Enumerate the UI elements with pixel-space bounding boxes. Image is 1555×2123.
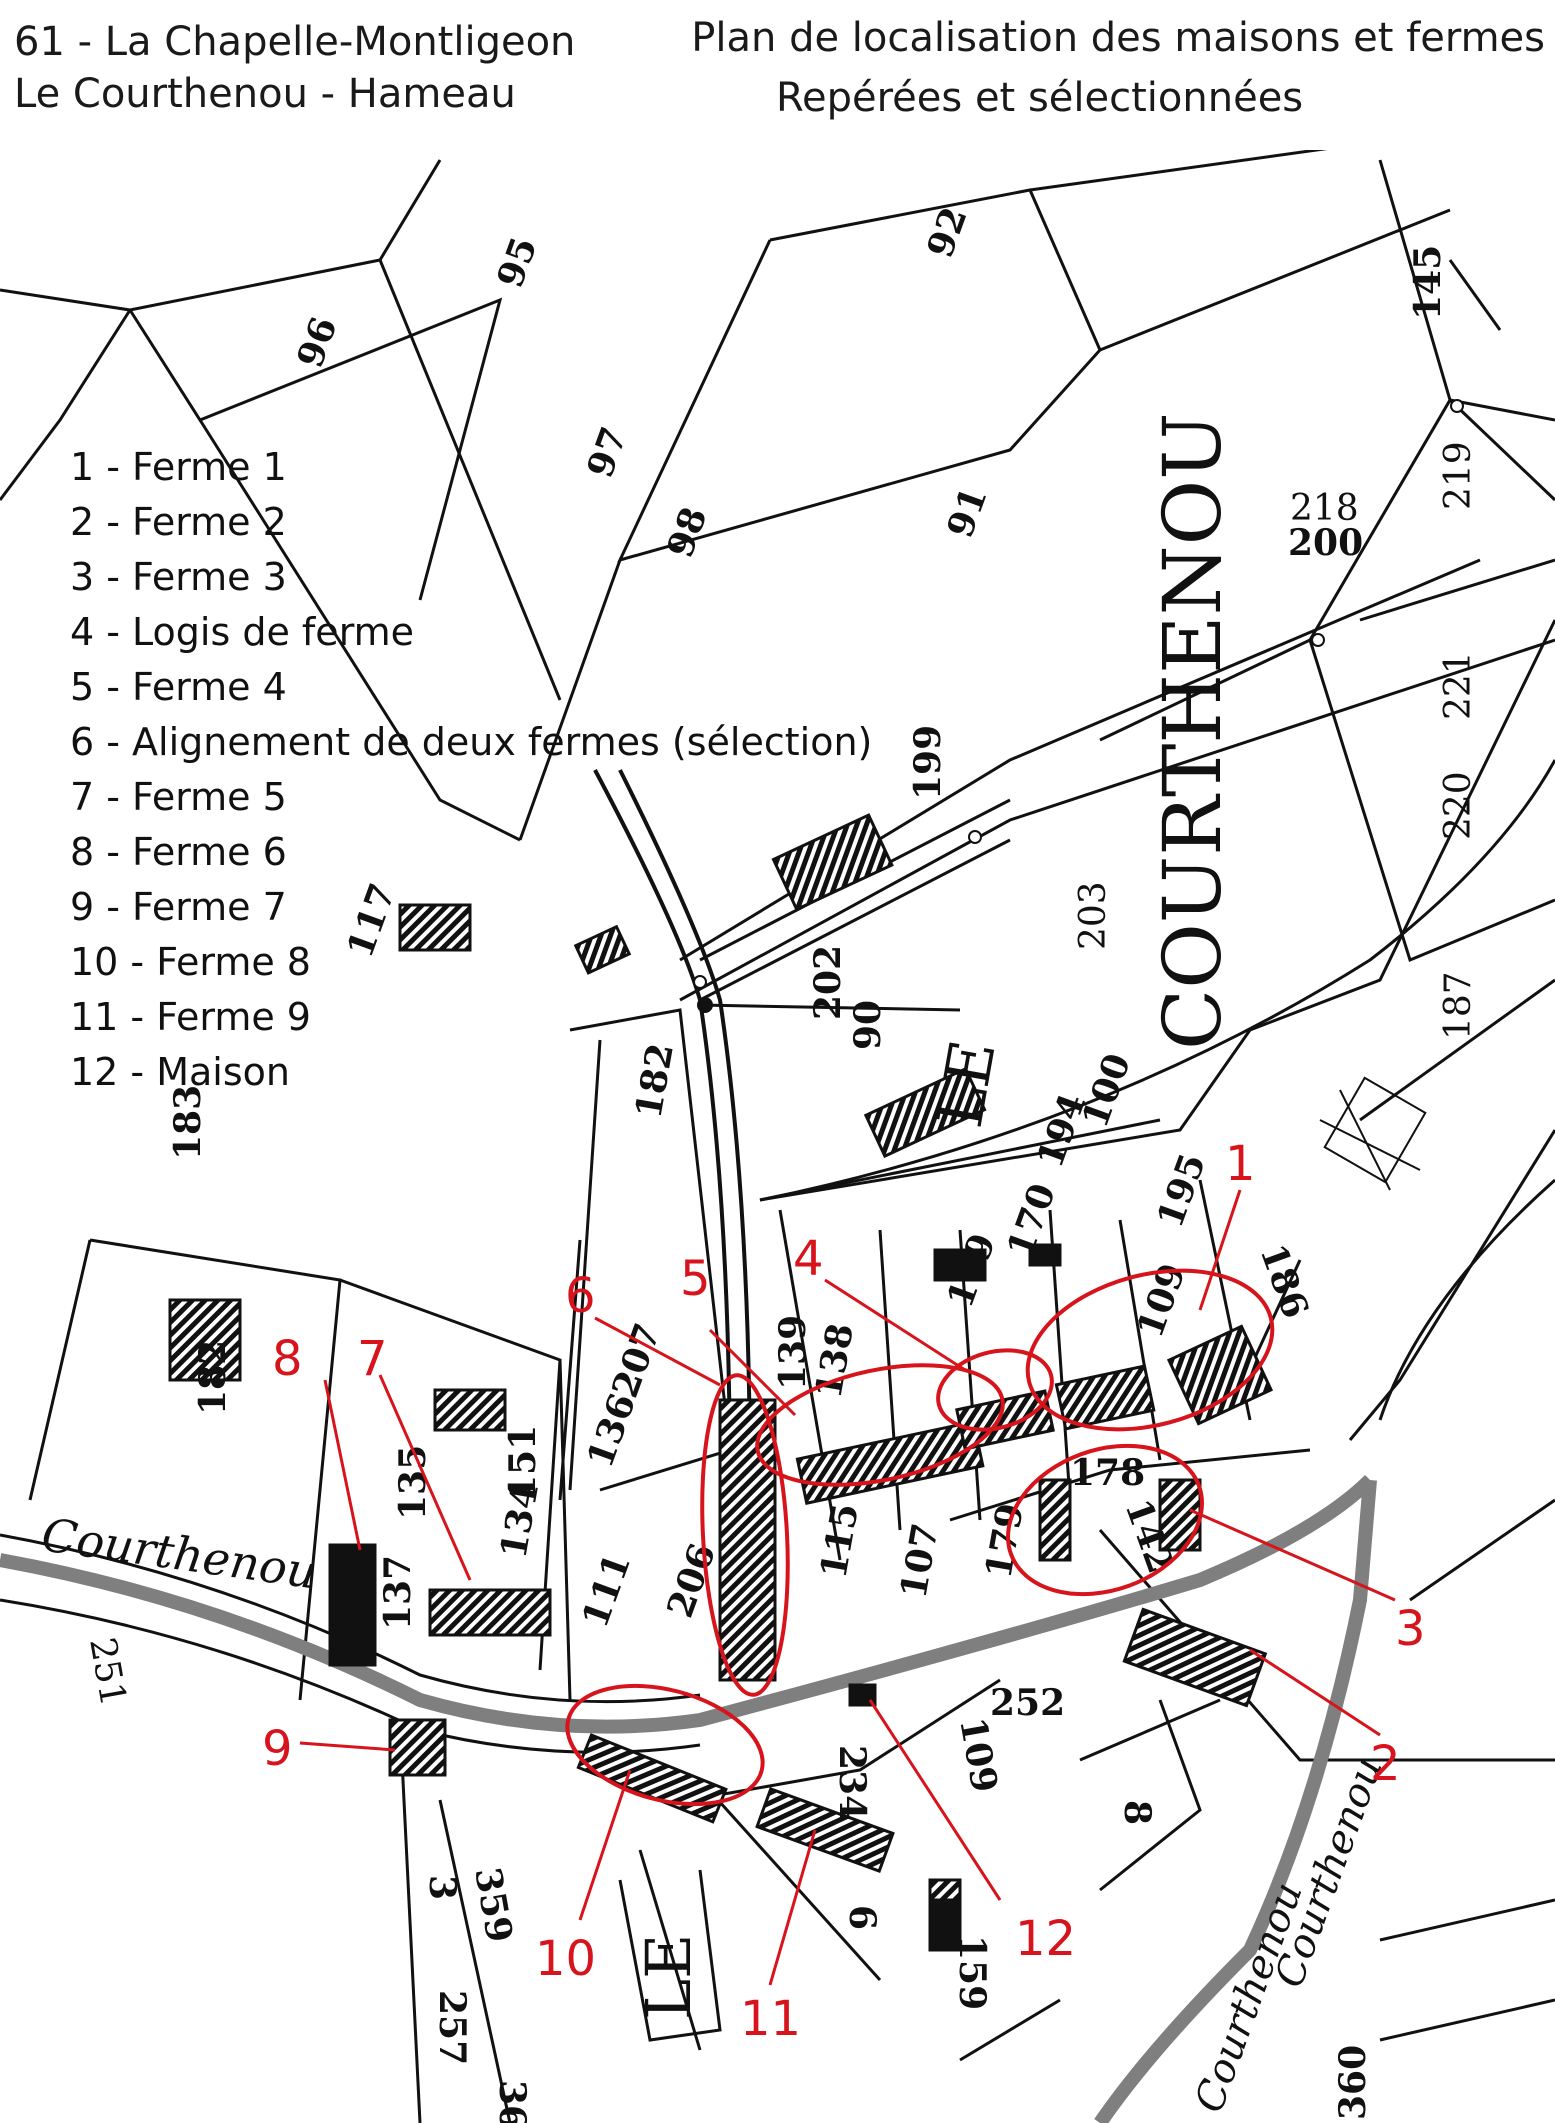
ellipse-4 (936, 1348, 1054, 1432)
svg-text:186: 186 (1252, 1239, 1317, 1324)
building-crosshatch (1319, 1076, 1427, 1191)
le-lower-label: LE (632, 1934, 705, 2020)
svg-text:91: 91 (939, 482, 996, 543)
legend-item: 1 - Ferme 1 (70, 445, 287, 489)
svg-text:169: 169 (939, 1228, 1004, 1313)
svg-text:178: 178 (1070, 1452, 1145, 1494)
marker-7: 7 (357, 1331, 388, 1387)
marker-numbers: 1 2 3 4 5 6 7 8 9 10 11 12 (262, 1136, 1426, 2047)
svg-text:221: 221 (1438, 651, 1479, 720)
svg-text:137: 137 (377, 1555, 419, 1630)
legend-item: 4 - Logis de ferme (70, 610, 415, 654)
legend-item: 7 - Ferme 5 (70, 775, 287, 819)
parcel-numbers: 95 96 97 98 92 91 145 218 200 219 221 22… (81, 202, 1479, 2123)
map-subtitle: Repérées et sélectionnées (776, 75, 1304, 121)
legend-item: 2 - Ferme 2 (70, 500, 287, 544)
svg-text:219: 219 (1438, 441, 1479, 510)
svg-text:182: 182 (192, 1340, 234, 1415)
svg-text:218: 218 (1290, 488, 1359, 529)
ellipse-6 (700, 1373, 790, 1697)
svg-text:8: 8 (1116, 1800, 1158, 1825)
place-title: 61 - La Chapelle-Montligeon (14, 19, 576, 65)
ellipse-1 (1025, 1268, 1275, 1432)
selection-ellipses (565, 1268, 1275, 1807)
marker-10: 10 (535, 1931, 596, 1987)
le-upper-label: LE (923, 1035, 1010, 1133)
legend-item: 11 - Ferme 9 (70, 995, 311, 1039)
svg-text:361: 361 (491, 2080, 533, 2123)
road-name-left: Courthenou (38, 1507, 320, 1599)
svg-text:134: 134 (493, 1480, 547, 1561)
svg-text:195: 195 (1149, 1148, 1214, 1233)
svg-text:6: 6 (841, 1905, 883, 1930)
side-roads (699, 759, 1555, 1421)
legend-item: 5 - Ferme 4 (70, 665, 287, 709)
svg-text:199: 199 (907, 725, 949, 800)
legend-item: 10 - Ferme 8 (70, 940, 311, 984)
ellipse-3 (1006, 1443, 1204, 1597)
svg-text:100: 100 (1074, 1048, 1139, 1133)
marker-9: 9 (262, 1721, 293, 1777)
svg-text:136: 136 (579, 1388, 644, 1473)
svg-text:187: 187 (1438, 971, 1479, 1040)
place-subtitle: Le Courthenou - Hameau (14, 71, 516, 117)
legend-item: 3 - Ferme 3 (70, 555, 287, 599)
cadastral-map: 95 96 97 98 92 91 145 218 200 219 221 22… (0, 150, 1555, 2123)
marker-2: 2 (1370, 1736, 1401, 1792)
marker-12: 12 (1015, 1911, 1076, 1967)
legend-item: 9 - Ferme 7 (70, 885, 287, 929)
marker-1: 1 (1225, 1136, 1256, 1192)
main-road (0, 1475, 1377, 2123)
svg-text:90: 90 (847, 1000, 889, 1050)
legend-item: 6 - Alignement de deux fermes (sélection… (70, 720, 873, 764)
marker-8: 8 (272, 1331, 303, 1387)
ellipse-10 (565, 1683, 765, 1807)
marker-3: 3 (1395, 1601, 1426, 1657)
svg-text:252: 252 (990, 1682, 1065, 1724)
marker-5: 5 (680, 1251, 711, 1307)
svg-text:206: 206 (659, 1538, 724, 1623)
svg-text:95: 95 (489, 232, 546, 293)
svg-text:220: 220 (1438, 771, 1479, 840)
svg-text:183: 183 (167, 1085, 209, 1160)
svg-text:360: 360 (1332, 2045, 1374, 2120)
marker-6: 6 (565, 1268, 596, 1324)
svg-text:203: 203 (1073, 881, 1114, 950)
svg-text:139: 139 (772, 1315, 814, 1390)
marker-11: 11 (740, 1991, 801, 2047)
leader-lines (299, 1189, 1396, 1986)
map-title: Plan de localisation des maisons et ferm… (691, 15, 1545, 61)
legend: 1 - Ferme 1 2 - Ferme 2 3 - Ferme 3 4 - … (70, 440, 872, 1100)
svg-text:257: 257 (431, 1990, 473, 2065)
svg-text:111: 111 (574, 1548, 639, 1633)
legend-item: 12 - Maison (70, 1050, 290, 1094)
svg-text:3: 3 (421, 1875, 463, 1900)
svg-text:179: 179 (978, 1500, 1032, 1581)
svg-text:115: 115 (813, 1500, 867, 1581)
svg-text:207: 207 (604, 1318, 669, 1403)
legend-item: 8 - Ferme 6 (70, 830, 287, 874)
marker-4: 4 (793, 1231, 824, 1287)
svg-text:107: 107 (893, 1520, 947, 1601)
svg-text:109: 109 (951, 1714, 1005, 1795)
svg-text:359: 359 (466, 1864, 520, 1945)
hamlet-name: COURTHENOU (1146, 412, 1239, 1050)
ellipse-5 (755, 1363, 1005, 1487)
svg-text:200: 200 (1288, 522, 1363, 564)
svg-text:234: 234 (831, 1745, 873, 1820)
survey-points (693, 399, 1464, 1013)
central-road (593, 769, 752, 1491)
buildings (168, 813, 1274, 1952)
svg-text:202: 202 (807, 945, 849, 1020)
svg-text:159: 159 (951, 1935, 993, 2010)
svg-text:151: 151 (502, 1425, 544, 1500)
svg-text:145: 145 (1407, 245, 1449, 320)
svg-text:251: 251 (81, 1634, 133, 1709)
